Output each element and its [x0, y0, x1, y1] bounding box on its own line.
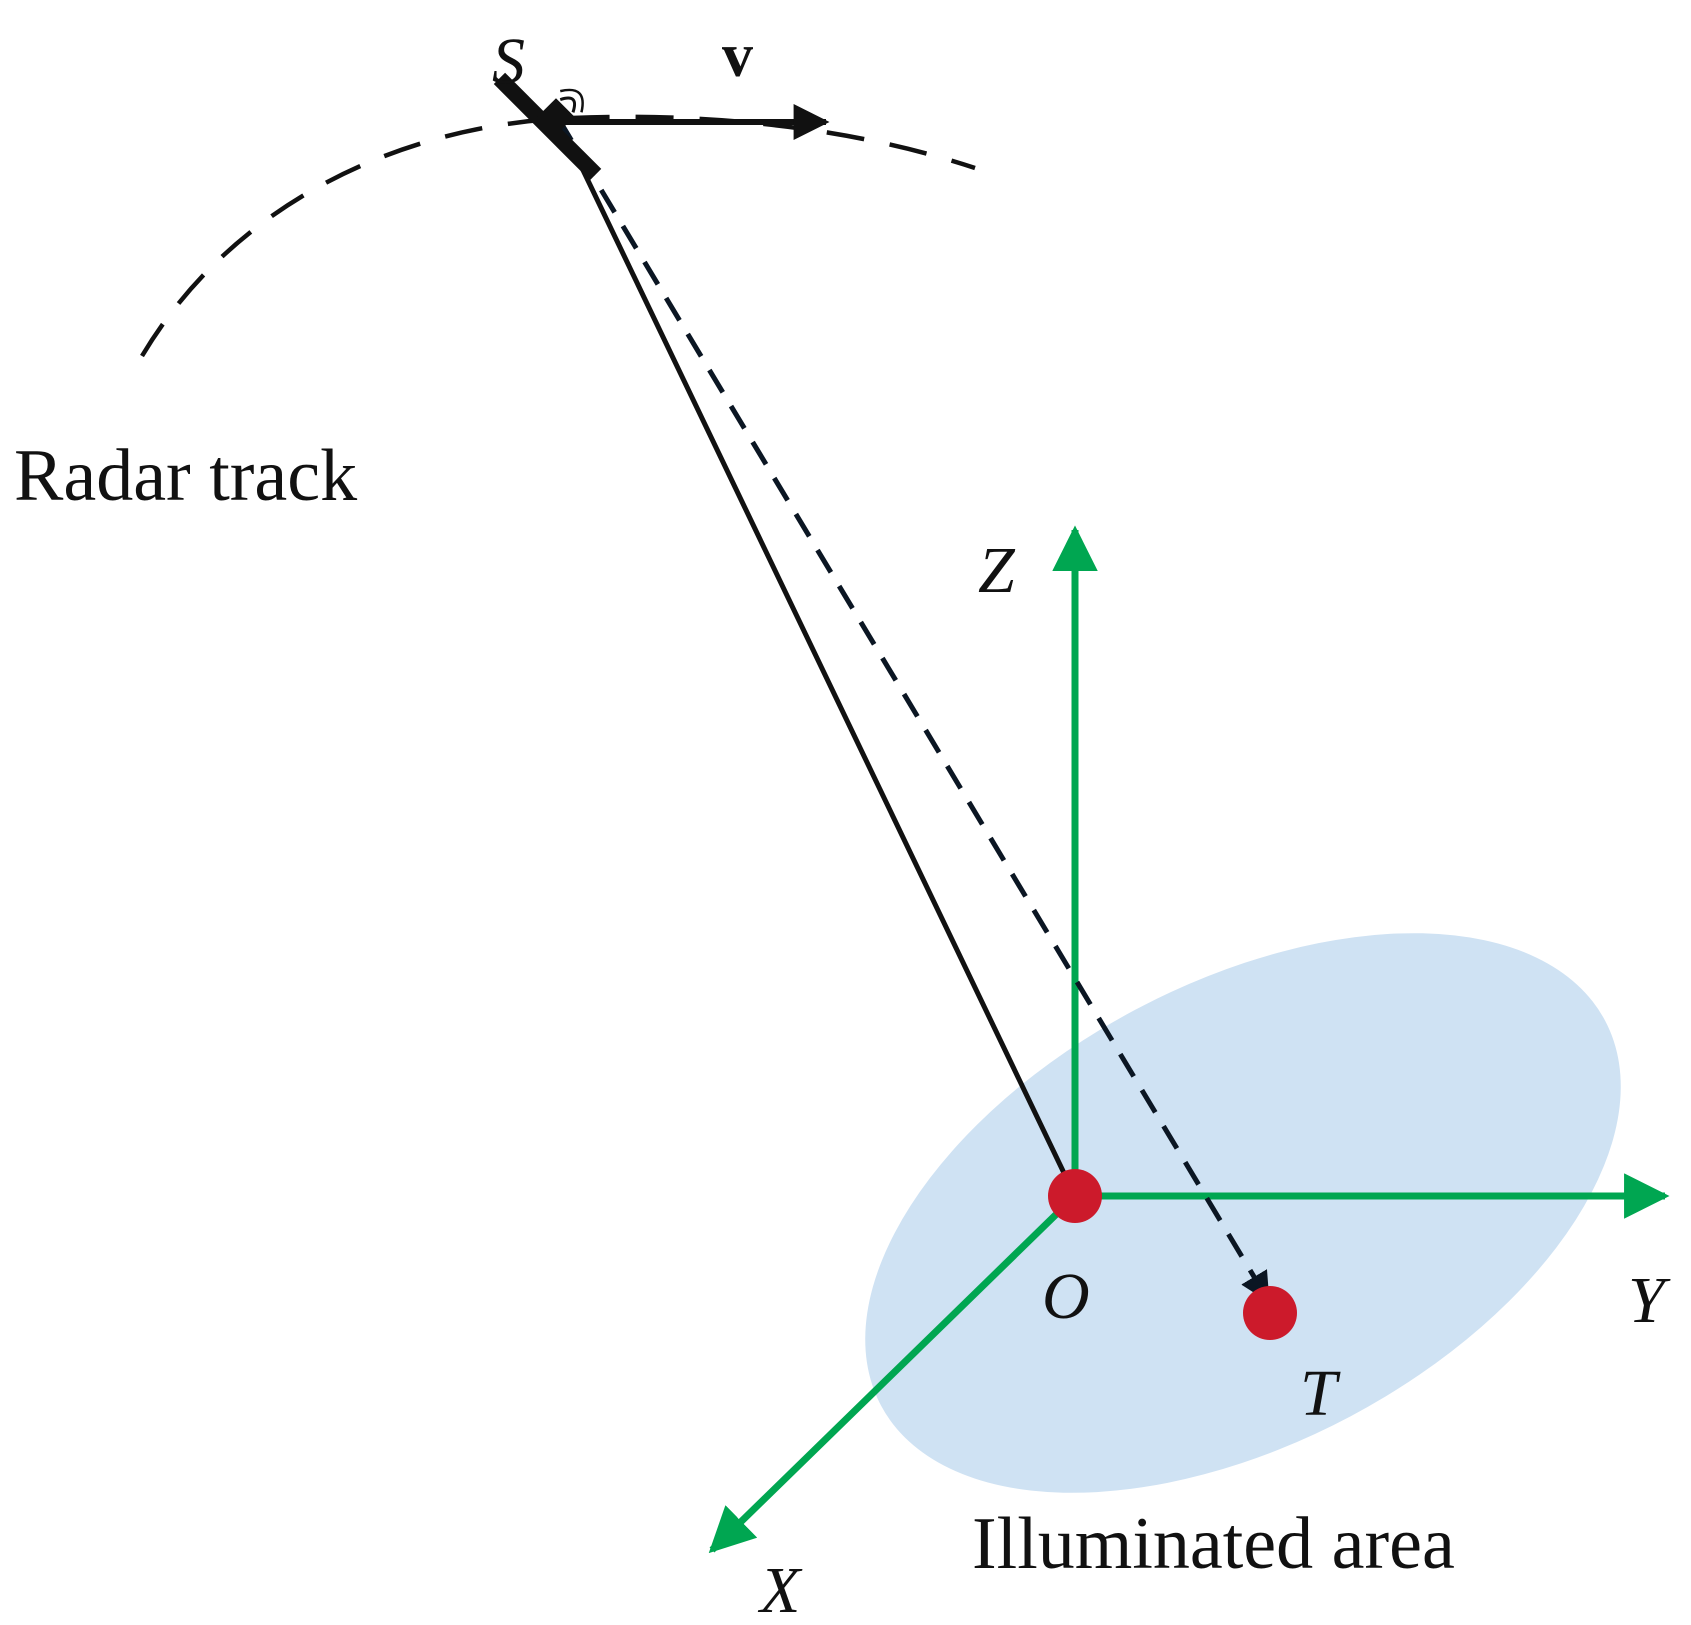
radar-track-path [140, 114, 976, 358]
target-point [1243, 1286, 1297, 1340]
target-label: T [1300, 1357, 1341, 1430]
satellite-icon [493, 72, 602, 181]
illuminated-area-label: Illuminated area [972, 1503, 1455, 1585]
illuminated-area-ellipse [865, 933, 1621, 1493]
slant-range-line-s-o [555, 116, 1078, 1198]
velocity-label: v [722, 22, 753, 90]
axis-z-label: Z [978, 534, 1016, 607]
satellite-label: S [492, 25, 525, 98]
origin-point [1048, 1169, 1102, 1223]
origin-label: O [1042, 1260, 1090, 1333]
slant-range-line-s-t [555, 116, 1271, 1303]
axis-x-label: X [757, 1554, 803, 1625]
axis-y-label: Y [1628, 1264, 1671, 1337]
axis-x-line [708, 1193, 1078, 1554]
radar-track-label: Radar track [14, 435, 357, 517]
